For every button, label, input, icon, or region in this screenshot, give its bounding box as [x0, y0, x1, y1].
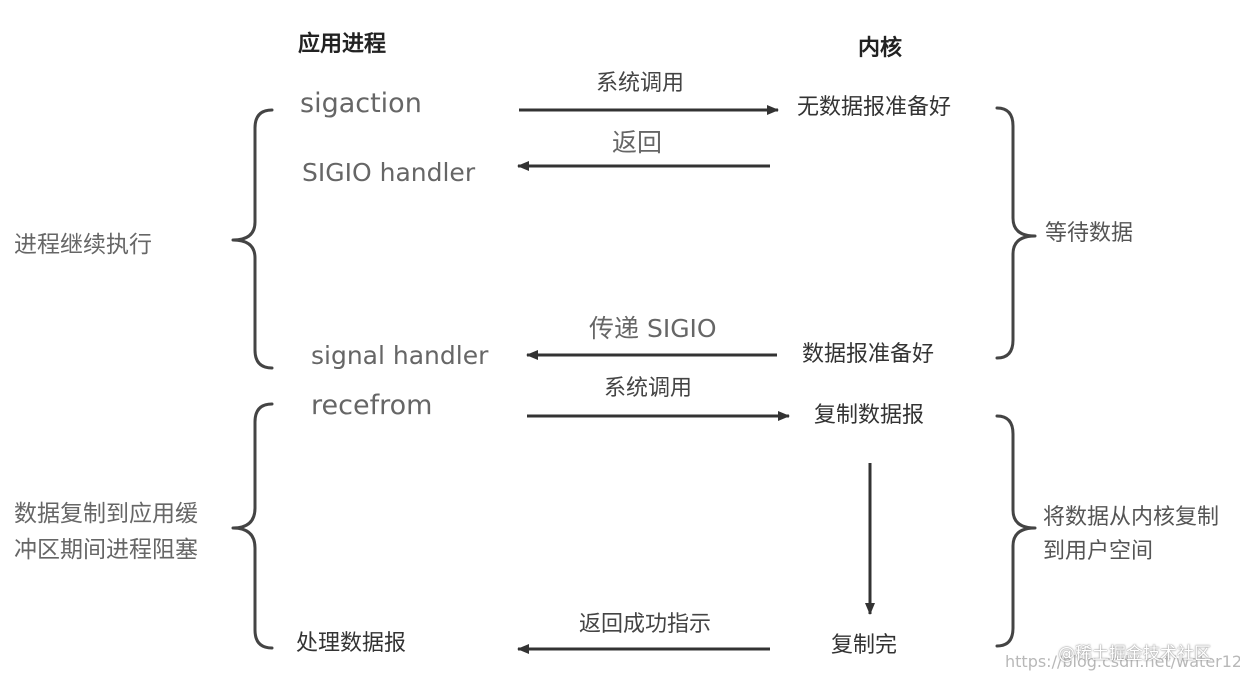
- copy-done-label: 复制完: [831, 633, 898, 658]
- datagram-ready-label: 数据报准备好: [802, 342, 935, 367]
- process-blocked-label: 数据复制到应用缓冲区期间进程阻塞: [14, 501, 198, 563]
- return-label: 返回: [612, 128, 663, 157]
- sigio-handler-label: SIGIO handler: [302, 158, 476, 187]
- return-success-label: 返回成功指示: [579, 612, 712, 637]
- copy-to-user-label: 将数据从内核复制到用户空间: [1043, 505, 1220, 565]
- left-brace-top: [231, 108, 274, 370]
- copy-datagram-label: 复制数据报: [814, 403, 925, 428]
- right-brace-bottom: [995, 414, 1037, 648]
- syscall-label-2: 系统调用: [604, 376, 693, 401]
- no-datagram-ready-label: 无数据报准备好: [797, 95, 952, 120]
- recefrom-label: recefrom: [311, 390, 433, 421]
- kernel-header: 内核: [858, 36, 903, 61]
- juejin-watermark: @稀土掘金技术社区: [1058, 644, 1211, 664]
- csdn-watermark: https://blog.csdn.net/water12233: [1005, 652, 1240, 671]
- sigaction-label: sigaction: [300, 88, 422, 119]
- waiting-data-label: 等待数据: [1045, 221, 1134, 246]
- app-process-header: 应用进程: [298, 32, 387, 57]
- syscall-label-1: 系统调用: [596, 71, 685, 96]
- deliver-sigio-label: 传递 SIGIO: [589, 314, 717, 343]
- right-brace-top: [995, 106, 1037, 360]
- process-datagram-label: 处理数据报: [296, 631, 407, 656]
- process-continues-label: 进程继续执行: [14, 232, 152, 258]
- left-brace-bottom: [231, 402, 274, 650]
- signal-handler-label: signal handler: [311, 341, 489, 370]
